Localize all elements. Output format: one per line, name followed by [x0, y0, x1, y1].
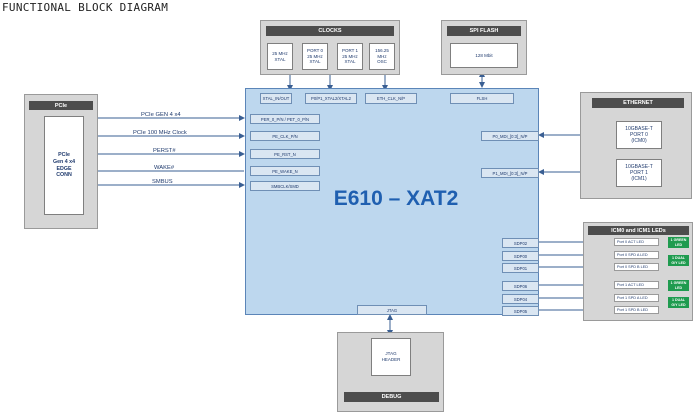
- spi-flash-size: 128 Mbit: [450, 43, 518, 68]
- badge-p0-green: 1 GREEN LED: [668, 237, 689, 248]
- pin-flsh: FLSH: [450, 93, 514, 104]
- clock-port0-xtal: PORT 0 25 MHz XTAL: [302, 43, 328, 70]
- pin-p0-mdi: P0_MDI_[0:3]_N/P: [481, 131, 539, 141]
- pcie-edge-connector: PCIe Gen 4 x4 EDGE CONN: [44, 116, 84, 215]
- pcie-block: PCIe PCIe Gen 4 x4 EDGE CONN: [24, 94, 98, 229]
- pin-pe-rst: PE_RST_N: [250, 149, 320, 159]
- clock-156mhz-osc: 156.25 MHz OSC: [369, 43, 395, 70]
- led-p0-spd-b: Port 0 SPD B LED: [614, 263, 659, 271]
- pin-per-pet: PER_0_P/N / PET_0_P/N: [250, 114, 320, 124]
- pin-smbclk: SMBCLK/SMD: [250, 181, 320, 191]
- pin-sdp01: SDP01: [502, 263, 539, 273]
- pin-sdp06: SDP06: [502, 281, 539, 291]
- jtag-header: JTAG HEADER: [371, 338, 411, 376]
- signal-pcie-gen4: PCIe GEN 4 x4: [141, 112, 181, 118]
- led-p1-spd-b: Port 1 SPD B LED: [614, 306, 659, 314]
- pin-sdp05: SDP05: [502, 306, 539, 316]
- badge-p0-dual: 1 DUAL G/Y LED: [668, 255, 689, 266]
- signal-wake: WAKE#: [154, 165, 175, 171]
- debug-header: DEBUG: [344, 392, 439, 402]
- eth-port1: 10GBASE-T PORT 1 (ICM1): [616, 159, 662, 187]
- chip-name: E610 – XAT2: [333, 187, 459, 210]
- led-p1-spd-a: Port 1 SPD A LED: [614, 294, 659, 302]
- pin-p0p1-xtal2: P0/P1_XTAL2/XTAL2: [305, 93, 357, 104]
- pin-sdp04: SDP04: [502, 294, 539, 304]
- led-p0-spd-a: Port 0 SPD A LED: [614, 251, 659, 259]
- leds-block: ICM0 and ICM1 LEDs Port 0 ACT LED Port 0…: [583, 222, 693, 321]
- pin-eth-clk: ETH_CLK_N/P: [365, 93, 417, 104]
- pin-sdp02: SDP02: [502, 238, 539, 248]
- clocks-header: CLOCKS: [266, 26, 394, 36]
- pin-pe-clk: PE_CLK_P/N: [250, 131, 320, 141]
- clock-25mhz-xtal: 25 MHz XTAL: [267, 43, 293, 70]
- pin-xtal-in-out: XTAL_IN/OUT: [260, 93, 292, 104]
- pin-pe-wake: PE_WAKE_N: [250, 166, 320, 176]
- pcie-header: PCIe: [29, 101, 93, 110]
- led-p1-act: Port 1 ACT LED: [614, 281, 659, 289]
- led-p0-act: Port 0 ACT LED: [614, 238, 659, 246]
- badge-p1-green: 1 GREEN LED: [668, 280, 689, 291]
- signal-pcie-clock: PCIe 100 MHz Clock: [133, 130, 187, 136]
- page-title: FUNCTIONAL BLOCK DIAGRAM: [2, 1, 169, 14]
- pin-p1-mdi: P1_MDI_[0:3]_N/P: [481, 168, 539, 178]
- spi-flash-block: SPI FLASH 128 Mbit: [441, 20, 527, 75]
- eth-port0: 10GBASE-T PORT 0 (ICM0): [616, 121, 662, 149]
- ethernet-header: ETHERNET: [592, 98, 684, 108]
- leds-header: ICM0 and ICM1 LEDs: [588, 226, 689, 235]
- signal-smbus: SMBUS: [152, 179, 173, 185]
- debug-block: JTAG HEADER DEBUG: [337, 332, 444, 412]
- clock-port1-xtal: PORT 1 25 MHz XTAL: [337, 43, 363, 70]
- badge-p1-dual: 1 DUAL G/Y LED: [668, 297, 689, 308]
- pin-jtag: JTAG: [357, 305, 427, 315]
- spi-flash-header: SPI FLASH: [447, 26, 521, 36]
- ethernet-block: ETHERNET 10GBASE-T PORT 0 (ICM0) 10GBASE…: [580, 92, 692, 199]
- clocks-block: CLOCKS 25 MHz XTAL PORT 0 25 MHz XTAL PO…: [260, 20, 400, 75]
- signal-perst: PERST#: [153, 148, 176, 154]
- pin-sdp00: SDP00: [502, 251, 539, 261]
- e610-chip: XTAL_IN/OUT P0/P1_XTAL2/XTAL2 ETH_CLK_N/…: [245, 88, 539, 316]
